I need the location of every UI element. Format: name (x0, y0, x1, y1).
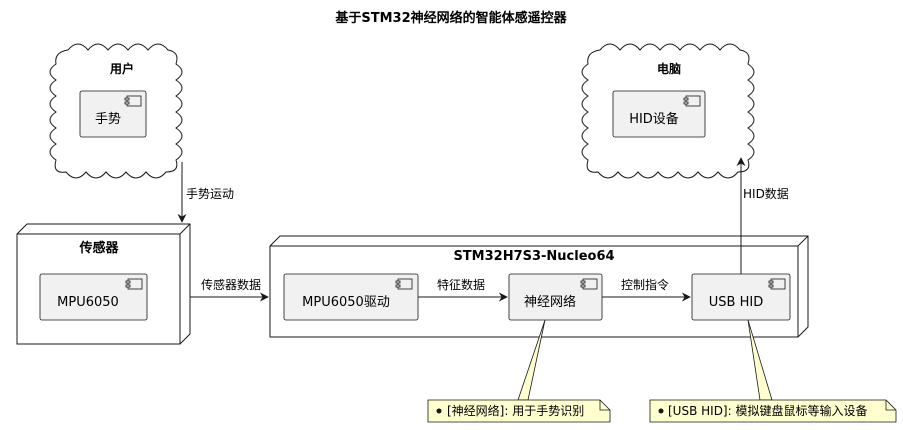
edge-sensor-data: 传感器数据 (190, 277, 269, 302)
diagram-title: 基于STM32神经网络的智能体感遥控器 (334, 10, 567, 26)
note-usb-hid-text: [USB HID]: 模拟键盘鼠标等输入设备 (668, 403, 867, 418)
node-sensor-label: 传感器 (78, 240, 119, 256)
edge-feature-data-label: 特征数据 (437, 277, 485, 292)
component-icon (580, 278, 598, 290)
component-icon (683, 95, 701, 107)
note-neural-network: [神经网络]: 用于手势识别 (427, 319, 611, 423)
component-icon (124, 95, 142, 107)
edge-gesture-motion: 手势运动 (177, 162, 234, 223)
component-icon (395, 278, 413, 290)
component-icon (768, 278, 786, 290)
component-neural-network: 神经网络 (508, 273, 603, 321)
edge-control-command-label: 控制指令 (621, 277, 669, 292)
component-icon (125, 278, 143, 290)
bullet-icon (658, 408, 664, 414)
component-hid-device: HID设备 (612, 90, 706, 138)
component-mpu6050-label: MPU6050 (57, 295, 119, 310)
edge-hid-data-label: HID数据 (743, 186, 789, 201)
cloud-pc: 电脑 HID设备 (581, 43, 755, 179)
cloud-user: 用户 手势 (49, 43, 183, 179)
bullet-icon (436, 408, 442, 414)
component-usb-hid: USB HID (691, 273, 791, 321)
component-hid-device-label: HID设备 (629, 111, 679, 127)
note-usb-hid: [USB HID]: 模拟键盘鼠标等输入设备 (649, 319, 897, 423)
component-usb-hid-label: USB HID (709, 295, 763, 310)
cloud-user-label: 用户 (109, 61, 134, 76)
node-sensor: 传感器 MPU6050 (16, 223, 191, 345)
node-board: STM32H7S3-Nucleo64 MPU6050驱动 神经网络 USB HI… (269, 235, 809, 338)
component-mpu6050-driver-label: MPU6050驱动 (302, 295, 390, 310)
component-gesture: 手势 (79, 90, 147, 138)
edge-feature-data: 特征数据 (418, 277, 508, 302)
edge-gesture-motion-label: 手势运动 (186, 187, 234, 201)
note-neural-network-text: [神经网络]: 用于手势识别 (447, 403, 584, 418)
component-mpu6050-driver: MPU6050驱动 (283, 273, 419, 321)
edge-control-command: 控制指令 (602, 277, 691, 302)
edge-hid-data: HID数据 (736, 157, 789, 274)
cloud-pc-label: 电脑 (657, 61, 681, 76)
node-board-label: STM32H7S3-Nucleo64 (453, 249, 614, 264)
component-neural-network-label: 神经网络 (524, 294, 576, 310)
edge-sensor-data-label: 传感器数据 (201, 277, 261, 292)
component-mpu6050: MPU6050 (39, 273, 148, 321)
component-gesture-label: 手势 (95, 111, 121, 127)
